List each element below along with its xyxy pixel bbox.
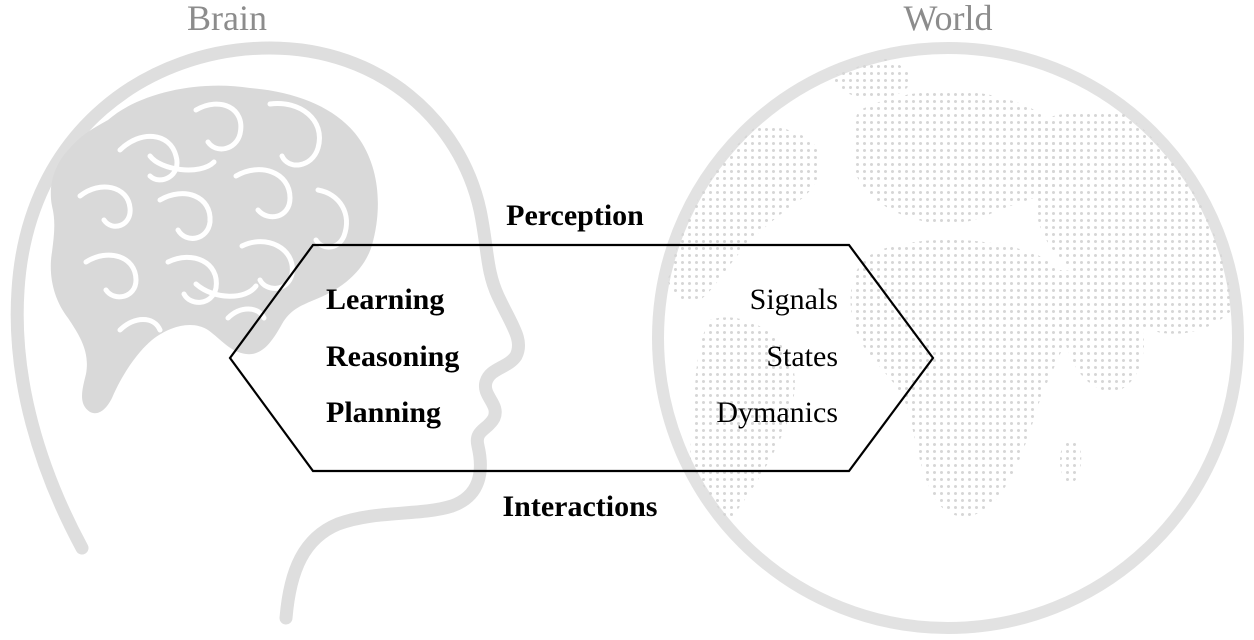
globe-icon [652, 42, 1244, 634]
brain-title: Brain [187, 0, 267, 38]
brain-function-learning: Learning [326, 283, 444, 316]
brain-function-reasoning: Reasoning [326, 340, 459, 373]
globe-outline [652, 42, 1244, 634]
brain-function-planning: Planning [326, 396, 441, 429]
head-outline [10, 41, 526, 625]
world-aspect-states: States [766, 340, 838, 373]
world-aspect-dymanics: Dymanics [716, 396, 838, 429]
world-aspect-signals: Signals [750, 283, 838, 316]
head-silhouette [10, 41, 526, 625]
brain-icon [50, 85, 378, 414]
world-title: World [903, 0, 992, 38]
perception-label: Perception [506, 199, 644, 232]
interaction-hexagon [228, 243, 935, 473]
interactions-label: Interactions [503, 490, 658, 523]
